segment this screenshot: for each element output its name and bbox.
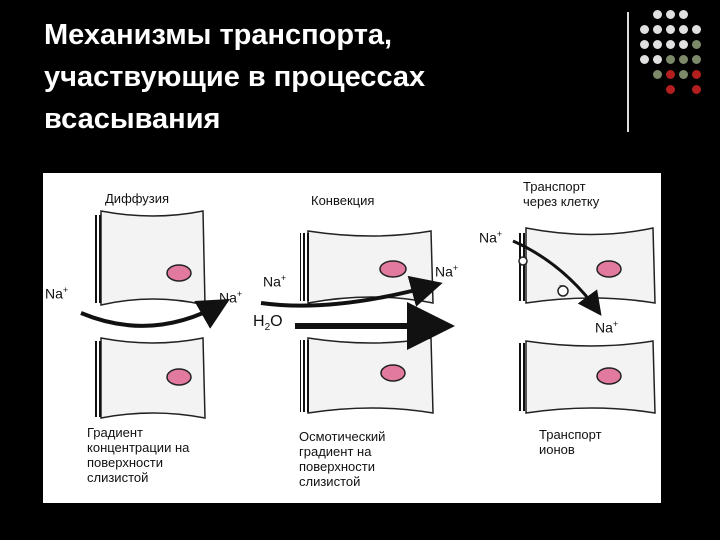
decorative-dot — [692, 85, 701, 94]
microvilli-lower — [93, 341, 102, 417]
decorative-dot — [679, 40, 688, 49]
decorative-dot — [666, 25, 675, 34]
cell-lower — [525, 340, 656, 414]
pump-circle — [557, 285, 569, 297]
panel-transcellular-cells — [512, 227, 656, 414]
decorative-dot — [692, 25, 701, 34]
decorative-dot — [679, 70, 688, 79]
nucleus-upper — [596, 260, 622, 278]
cell-upper — [525, 227, 656, 304]
diffusion-arrow — [80, 299, 230, 329]
cell-lower — [307, 337, 434, 414]
ion-label-diffusion-lumen: Na+ — [45, 285, 69, 302]
divider-line — [627, 12, 629, 132]
decorative-dot — [640, 40, 649, 49]
decorative-dot — [653, 55, 662, 64]
decorative-dot — [692, 40, 701, 49]
transcellular-arrow — [512, 239, 602, 316]
caption-diffusion: Градиент концентрации на поверхности сли… — [87, 425, 190, 485]
decorative-dot — [692, 70, 701, 79]
decorative-dot — [679, 55, 688, 64]
decorative-dot — [640, 25, 649, 34]
heading-diffusion: Диффузия — [105, 191, 170, 206]
diagram-drawing — [80, 210, 656, 419]
decorative-dot — [666, 10, 675, 19]
decorative-dot — [653, 25, 662, 34]
nucleus-upper — [166, 264, 192, 282]
ion-label-convection-serosa: Na+ — [435, 263, 459, 280]
microvilli-lower — [300, 340, 309, 412]
decorative-dot — [692, 55, 701, 64]
pump-charge-sign: − — [559, 281, 565, 292]
microvilli-lower — [518, 343, 527, 411]
decorative-dot — [653, 10, 662, 19]
decorative-dot — [666, 85, 675, 94]
slide-title: Механизмы транспорта, участвующие в проц… — [44, 19, 426, 135]
transport-diagram: Диффузия Конвекция Транспорт через клетк… — [43, 173, 661, 503]
microvilli-upper — [300, 233, 309, 301]
membrane-carrier — [518, 256, 528, 266]
ion-label-transcellular-serosa: Na+ — [595, 319, 619, 336]
heading-transcellular: Транспорт через клетку — [523, 179, 600, 209]
ion-label-convection-lumen: Na+ — [263, 273, 287, 290]
decorative-dot-grid — [640, 10, 712, 120]
nucleus-lower — [380, 364, 406, 382]
decorative-dot — [653, 40, 662, 49]
decorative-dot — [640, 55, 649, 64]
cell-lower — [100, 337, 206, 419]
decorative-dot — [666, 70, 675, 79]
panel-diffusion-cells — [80, 210, 230, 419]
decorative-dot — [679, 10, 688, 19]
microvilli-upper — [93, 215, 102, 303]
decorative-dot — [653, 70, 662, 79]
decorative-dot — [679, 25, 688, 34]
microvilli-upper — [518, 233, 527, 301]
ion-label-diffusion-serosa: Na+ — [219, 289, 243, 306]
caption-transcellular: Транспорт ионов — [539, 427, 602, 457]
nucleus-lower — [166, 368, 192, 386]
sodium-arrow — [260, 275, 443, 308]
panel-convection-cells — [260, 230, 455, 414]
decorative-dot — [666, 55, 675, 64]
caption-convection: Осмотический градиент на поверхности сли… — [299, 429, 386, 489]
cell-upper — [100, 210, 206, 306]
ion-label-transcellular-lumen: Na+ — [479, 229, 503, 246]
decorative-dot — [666, 40, 675, 49]
nucleus-lower — [596, 367, 622, 385]
nucleus-upper — [379, 260, 407, 278]
heading-convection: Конвекция — [311, 193, 375, 208]
water-label: H2O — [253, 313, 283, 334]
